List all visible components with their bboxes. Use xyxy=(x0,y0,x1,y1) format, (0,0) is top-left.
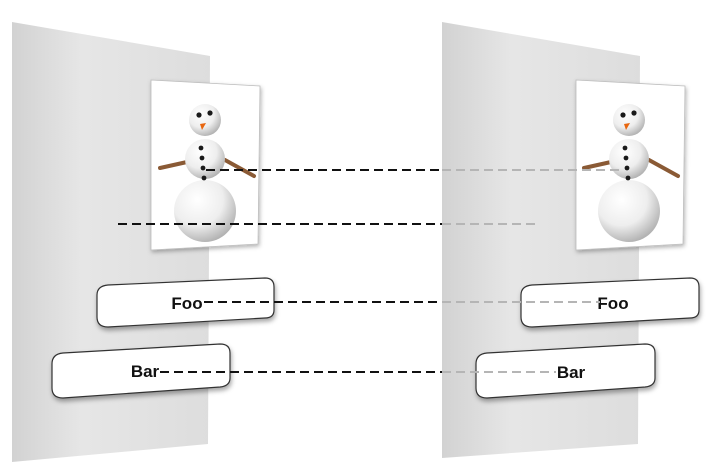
left-foo-label: Foo xyxy=(171,294,202,313)
left-view: Foo Bar xyxy=(12,22,275,462)
connector-lines xyxy=(118,169,620,373)
right-foo-button[interactable] xyxy=(520,277,700,328)
right-bar-button[interactable] xyxy=(475,343,656,399)
left-bar-label: Bar xyxy=(131,362,160,381)
left-bar-button[interactable] xyxy=(51,343,231,399)
right-bar-label: Bar xyxy=(557,363,586,382)
right-view: Foo Bar xyxy=(442,22,700,458)
left-foo-button[interactable] xyxy=(96,277,275,328)
right-foo-label: Foo xyxy=(597,294,628,313)
